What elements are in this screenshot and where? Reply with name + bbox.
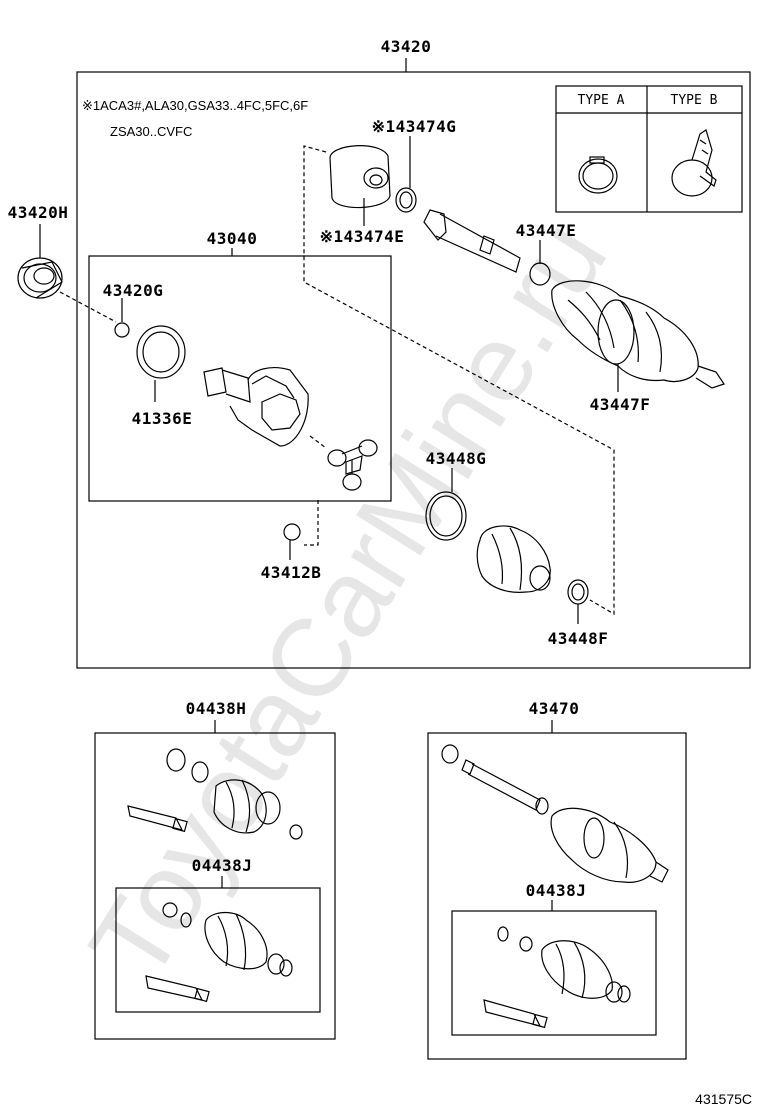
type-a-clamp-icon [578, 156, 618, 194]
clamp-type-legend [555, 85, 743, 213]
label-43447F: 43447F [590, 395, 651, 414]
inner-joint-housing [203, 367, 309, 447]
inner-joint-group [88, 248, 392, 502]
label-04438J-left: 04438J [192, 856, 253, 875]
label-43420H: 43420H [8, 203, 69, 222]
assembly-guide-lines [303, 145, 615, 616]
part-41336E-ring [136, 325, 186, 402]
part-43412B-snap-ring [283, 523, 301, 560]
diagram-reference-code: 431575C [695, 1091, 752, 1107]
label-43448G: 43448G [426, 449, 487, 468]
part-43448G-clamp [425, 468, 467, 541]
label-04438J-right: 04438J [526, 881, 587, 900]
outer-joint-boot [551, 280, 725, 392]
label-43447E: 43447E [516, 221, 577, 240]
part-143474E-damper [329, 145, 391, 226]
part-43448F-clamp [567, 579, 589, 624]
label-43040: 43040 [207, 229, 258, 248]
type-b-clamp-icon [671, 129, 717, 197]
label-43412B: 43412B [261, 563, 322, 582]
applicability-note-line2: ZSA30..CVFC [110, 124, 192, 139]
applicability-note-line1: ※1ACA3#,ALA30,GSA33..4FC,5FC,6F [82, 98, 308, 113]
main-assembly-frame [76, 71, 751, 669]
label-43420G: 43420G [103, 281, 164, 300]
tripod-joint [327, 439, 378, 491]
label-43420: 43420 [381, 37, 432, 56]
part-43420G-ring [114, 298, 130, 338]
label-143474G: ※143474G [372, 117, 457, 136]
drive-shaft [423, 209, 551, 286]
type-a-label: TYPE A [578, 93, 625, 108]
part-143474G-clamp [395, 136, 417, 213]
kit-43470-group [427, 720, 687, 1060]
label-143474E: ※143474E [320, 227, 405, 246]
inner-joint-boot [476, 525, 551, 593]
label-04438H: 04438H [186, 699, 247, 718]
label-41336E: 41336E [132, 409, 193, 428]
kit-04438H-group [94, 720, 336, 1040]
type-b-label: TYPE B [671, 93, 718, 108]
label-43470: 43470 [529, 699, 580, 718]
part-43420H-seal [17, 224, 117, 323]
main-assembly-group [76, 58, 751, 669]
label-43448F: 43448F [548, 629, 609, 648]
